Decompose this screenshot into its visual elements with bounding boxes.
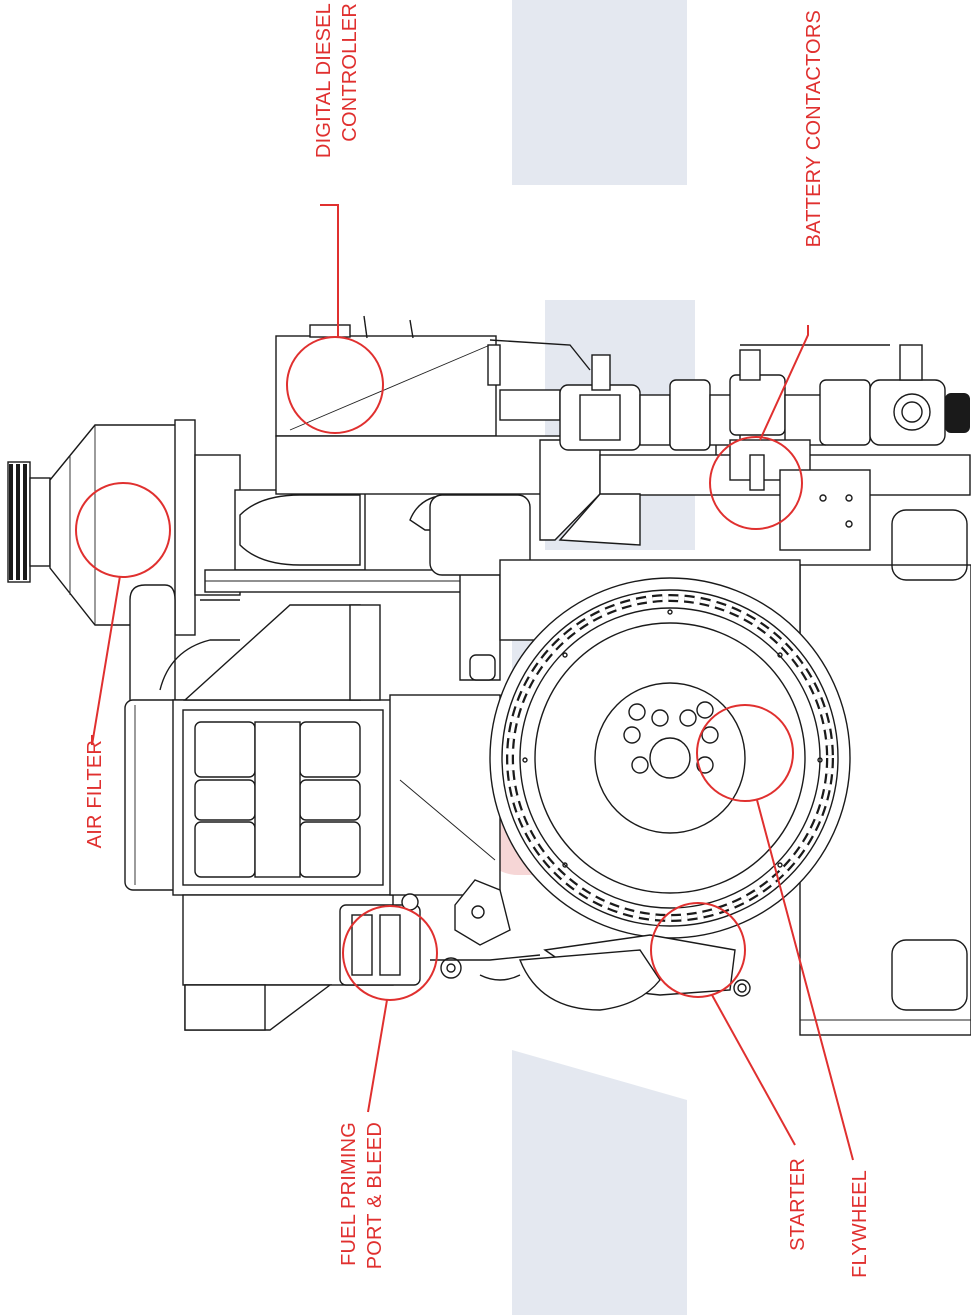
engine-drawing: [7, 315, 971, 1036]
labels: DIGITAL DIESEL CONTROLLER BATTERY CONTAC…: [84, 3, 871, 1278]
air-filter-callout-circle: [75, 482, 171, 578]
label-fuel-priming-1: FUEL PRIMING: [338, 1122, 360, 1266]
label-flywheel: FLYWHEEL: [849, 1170, 871, 1278]
battery-contactor-drawing: [499, 344, 970, 491]
label-fuel-priming-2: PORT & BLEED: [364, 1122, 386, 1269]
controller-callout-leader: [320, 204, 339, 338]
starter-callout-leader: [711, 994, 796, 1146]
label-digital-diesel-1: DIGITAL DIESEL: [313, 3, 335, 158]
controller-callout-circle: [286, 336, 384, 434]
starter-drawing: [518, 934, 751, 1011]
flywheel-callout-circle: [696, 704, 794, 802]
battery-callout-leader: [759, 325, 809, 441]
label-digital-diesel-2: CONTROLLER: [339, 3, 361, 142]
starter-callout-circle: [650, 902, 746, 998]
label-starter: STARTER: [787, 1158, 809, 1251]
label-battery-contactors: BATTERY CONTACTORS: [803, 10, 825, 247]
air-filter-drawing: [7, 419, 241, 636]
fuel-callout-circle: [342, 905, 438, 1001]
battery-callout-circle: [709, 436, 803, 530]
air-filter-callout-leader: [91, 575, 121, 746]
flywheel-callout-leader: [756, 799, 854, 1161]
fuel-priming-drawing: [184, 879, 541, 1031]
callouts: [75, 204, 854, 1161]
label-air-filter: AIR FILTER: [84, 740, 106, 848]
flywheel-drawing: [489, 577, 851, 939]
fuel-callout-leader: [367, 999, 388, 1113]
